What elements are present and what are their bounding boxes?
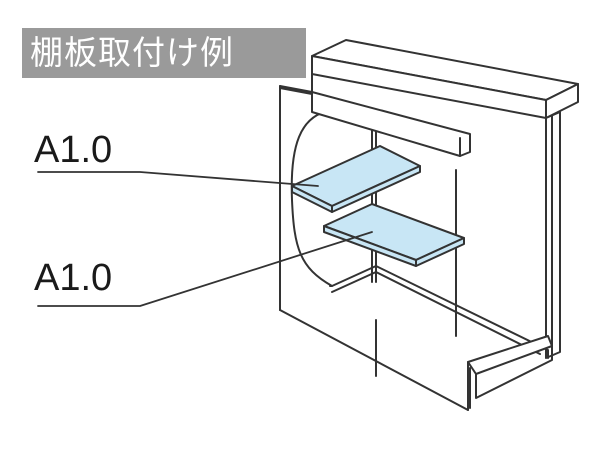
upper-shelf: [291, 145, 421, 213]
inner-top-rail: [311, 91, 471, 157]
front-bottom-rail: [467, 335, 553, 409]
title-text: 棚板取付け例: [30, 33, 234, 72]
leader-line-lower: [37, 231, 373, 307]
title-banner: 棚板取付け例: [22, 28, 306, 78]
cabinet-floor: [331, 265, 549, 377]
upper-shelf-side: [291, 185, 333, 213]
side-panel-cutout: [290, 109, 337, 287]
label-lower-shelf: A1.0: [34, 257, 113, 299]
lower-shelf-side: [323, 225, 417, 267]
left-side-panel: [279, 73, 469, 411]
lower-shelf: [323, 203, 465, 267]
leader-line-upper: [37, 171, 319, 187]
label-upper-shelf: A1.0: [34, 129, 113, 171]
right-front-post: [545, 111, 561, 359]
